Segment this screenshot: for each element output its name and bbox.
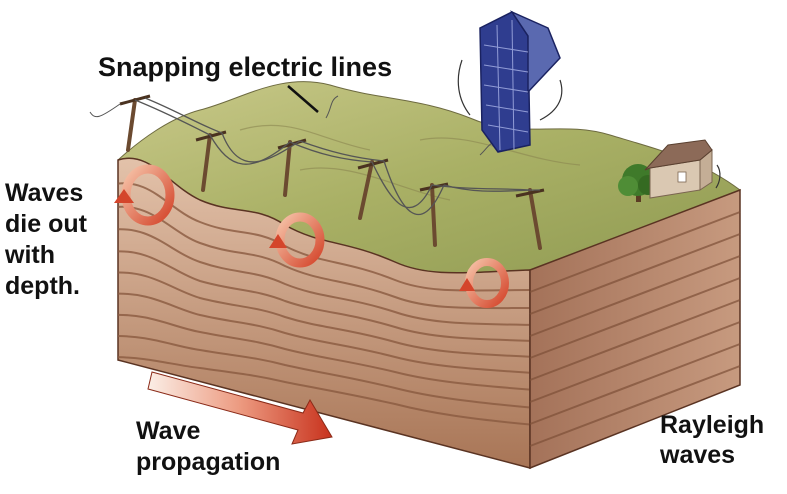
utility-pole-icon bbox=[126, 98, 137, 152]
utility-pole-icon bbox=[283, 140, 292, 197]
utility-pole-icon bbox=[358, 160, 374, 220]
utility-pole-icon bbox=[430, 183, 437, 247]
label-line: Waves bbox=[5, 179, 84, 207]
label-line: waves bbox=[660, 441, 736, 469]
rayleigh-waves-label: Rayleigh waves bbox=[660, 410, 764, 470]
tower-building-icon bbox=[457, 10, 563, 153]
particle-orbit-arrow-icon bbox=[269, 212, 325, 268]
label-line: depth. bbox=[5, 272, 80, 300]
propagation-arrow-icon bbox=[147, 371, 333, 445]
label-line: propagation bbox=[136, 448, 281, 476]
label-line: Wave bbox=[136, 417, 201, 445]
utility-pole-icon bbox=[201, 133, 212, 192]
waves-die-out-label: Waves die out with depth. bbox=[5, 178, 87, 302]
utility-pole-icon bbox=[528, 188, 542, 250]
house-icon bbox=[644, 139, 721, 199]
label-line: die out bbox=[5, 210, 87, 238]
front-rock-face bbox=[117, 157, 531, 469]
label-pointer-line bbox=[287, 85, 319, 113]
particle-orbit-arrows bbox=[114, 164, 509, 308]
label-line: with bbox=[5, 241, 55, 269]
label-line: Rayleigh bbox=[660, 411, 765, 439]
wave-propagation-label: Wave propagation bbox=[136, 416, 280, 478]
side-rock-face bbox=[529, 188, 741, 470]
particle-orbit-arrow-icon bbox=[114, 164, 175, 226]
particle-orbit-arrow-icon bbox=[459, 258, 509, 308]
utility-poles bbox=[126, 98, 542, 250]
electric-wires bbox=[89, 95, 541, 216]
snapping-electric-lines-label: Snapping electric lines bbox=[98, 52, 393, 82]
